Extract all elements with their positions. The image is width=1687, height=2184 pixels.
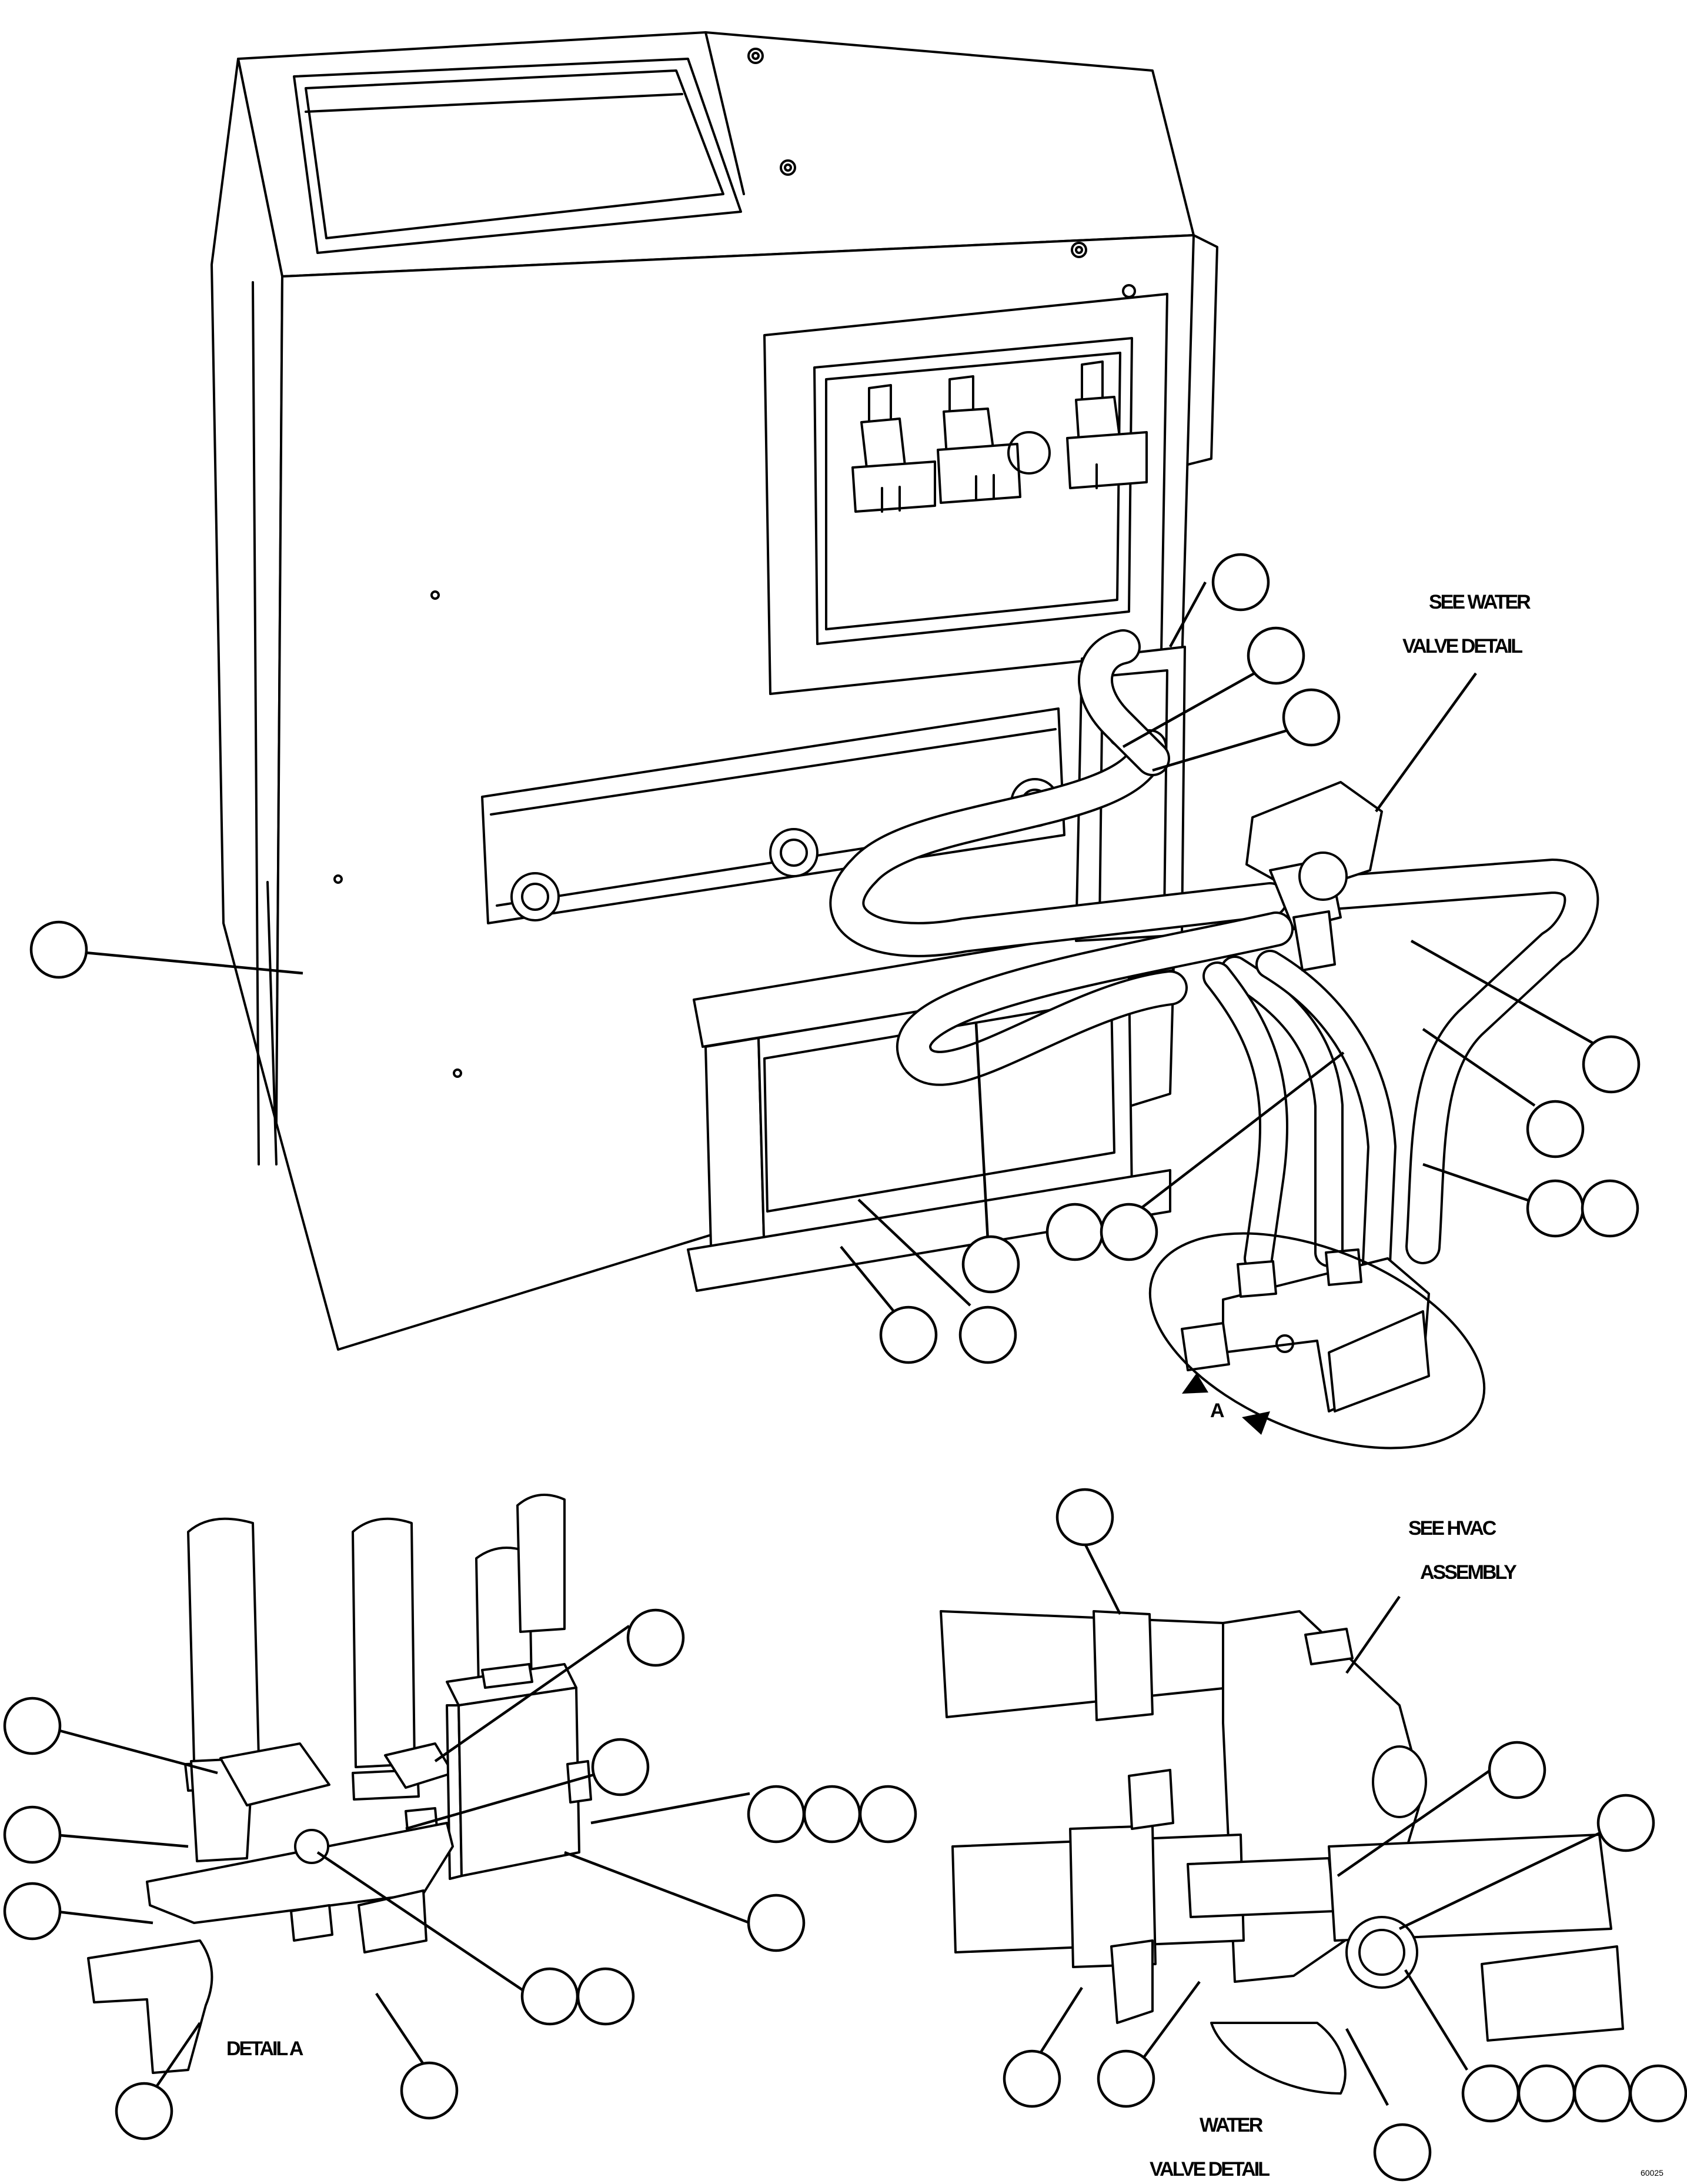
lower-frame-left	[704, 1037, 766, 1268]
callout-balloon	[858, 1785, 917, 1844]
callout-balloon	[3, 1805, 62, 1864]
water-valve-detail	[940, 1610, 1624, 2095]
callout-balloon	[1211, 553, 1270, 612]
bolt-icon	[510, 872, 560, 921]
valve-block-front	[457, 1687, 580, 1877]
callout-balloon	[1526, 1100, 1585, 1158]
bolt-icon	[294, 1829, 329, 1864]
callout-balloon	[1596, 1794, 1655, 1852]
callout-balloon	[1055, 1488, 1114, 1547]
outlet-port	[358, 1889, 427, 1953]
drain-cup	[1210, 2022, 1347, 2095]
see-hvac-label-line1: SEE HVAC	[1408, 1517, 1496, 1540]
callout-balloon	[803, 1785, 861, 1844]
callout-balloon	[1373, 2123, 1432, 2182]
bolt-icon	[769, 828, 819, 877]
outlet-elbow	[87, 1939, 213, 2074]
mount-bracket	[1110, 1939, 1154, 2024]
callout-balloon	[576, 1967, 635, 2026]
cabinet-left-side	[211, 58, 283, 1124]
return-hose-lower	[1481, 1945, 1624, 2042]
see-hvac-label-line2: ASSEMBLY	[1420, 1561, 1517, 1584]
callout-balloon	[747, 1785, 806, 1844]
callout-balloons	[3, 553, 1687, 2182]
tube	[352, 1517, 416, 1768]
lower-frame-bottom	[687, 1169, 1171, 1292]
tube	[187, 1517, 260, 1762]
relay-1	[851, 384, 936, 513]
callout-balloon	[29, 920, 88, 979]
callout-balloon	[1526, 1179, 1585, 1238]
callout-balloon	[1629, 2064, 1687, 2123]
mount-bracket	[1128, 1769, 1174, 1830]
relay-3	[1066, 360, 1148, 489]
callout-balloon	[1488, 1741, 1546, 1799]
callout-balloon	[1582, 1035, 1641, 1094]
leader-lines	[52, 581, 1603, 2106]
callout-balloon	[591, 1738, 650, 1796]
detail-a-label: DETAIL A	[226, 2038, 303, 2060]
callout-balloon	[1461, 2064, 1520, 2123]
inlet-hose	[940, 1610, 1230, 1718]
callout-balloon	[961, 1235, 1020, 1294]
callout-balloon	[958, 1305, 1017, 1364]
top-window-inner	[305, 69, 724, 239]
callout-balloon	[1573, 2064, 1632, 2123]
hose-clamp	[1069, 1825, 1157, 1968]
callout-balloon	[1581, 1179, 1639, 1238]
arrowhead-icon	[1242, 1411, 1270, 1435]
see-water-label-line1: SEE WATER	[1429, 591, 1531, 613]
side-fitting	[566, 1760, 592, 1804]
elbow-fitting	[219, 1742, 330, 1806]
callout-balloon	[1003, 2049, 1061, 2108]
callout-balloon	[520, 1967, 579, 2026]
callout-balloon	[3, 1882, 62, 1941]
arrowhead-icon	[1182, 1373, 1208, 1394]
cabinet-assembly	[211, 31, 1218, 1351]
detail-a-callout-ring	[1148, 1232, 1486, 1450]
see-water-label-line2: VALVE DETAIL	[1402, 635, 1522, 657]
callout-balloon	[626, 1608, 685, 1667]
hose-clamp	[1093, 1610, 1154, 1721]
callout-balloon	[1282, 688, 1341, 747]
view-a-label: A	[1210, 1400, 1224, 1422]
valve-band	[1187, 1857, 1336, 1918]
text-labels: SEE WATER VALVE DETAIL A DETAIL A SEE HV…	[226, 591, 1663, 2180]
water-valve-label-line1: WATER	[1200, 2114, 1263, 2136]
callout-balloon	[3, 1697, 62, 1755]
mounting-rail	[481, 707, 1065, 924]
screw-icon	[747, 48, 764, 64]
callout-balloon	[1097, 2049, 1155, 2108]
water-valve-label-line2: VALVE DETAIL	[1150, 2158, 1270, 2180]
water-valve	[1245, 781, 1383, 971]
heater-hoses	[829, 629, 1599, 1291]
screw-icon	[780, 159, 796, 176]
callout-balloon	[115, 2082, 173, 2140]
drawing-code: 60025	[1641, 2168, 1663, 2178]
callout-balloon	[400, 2061, 459, 2120]
callout-balloon	[1100, 1203, 1158, 1261]
callout-balloon	[1247, 626, 1305, 685]
hose-fitting-block	[1181, 1248, 1430, 1412]
callout-balloon	[1045, 1203, 1104, 1261]
tube	[516, 1494, 566, 1633]
screw-icon	[1071, 242, 1087, 258]
callout-balloon	[747, 1894, 806, 1952]
callout-balloon	[879, 1305, 938, 1364]
callout-balloon	[1517, 2064, 1576, 2123]
relay-2	[937, 375, 1051, 504]
